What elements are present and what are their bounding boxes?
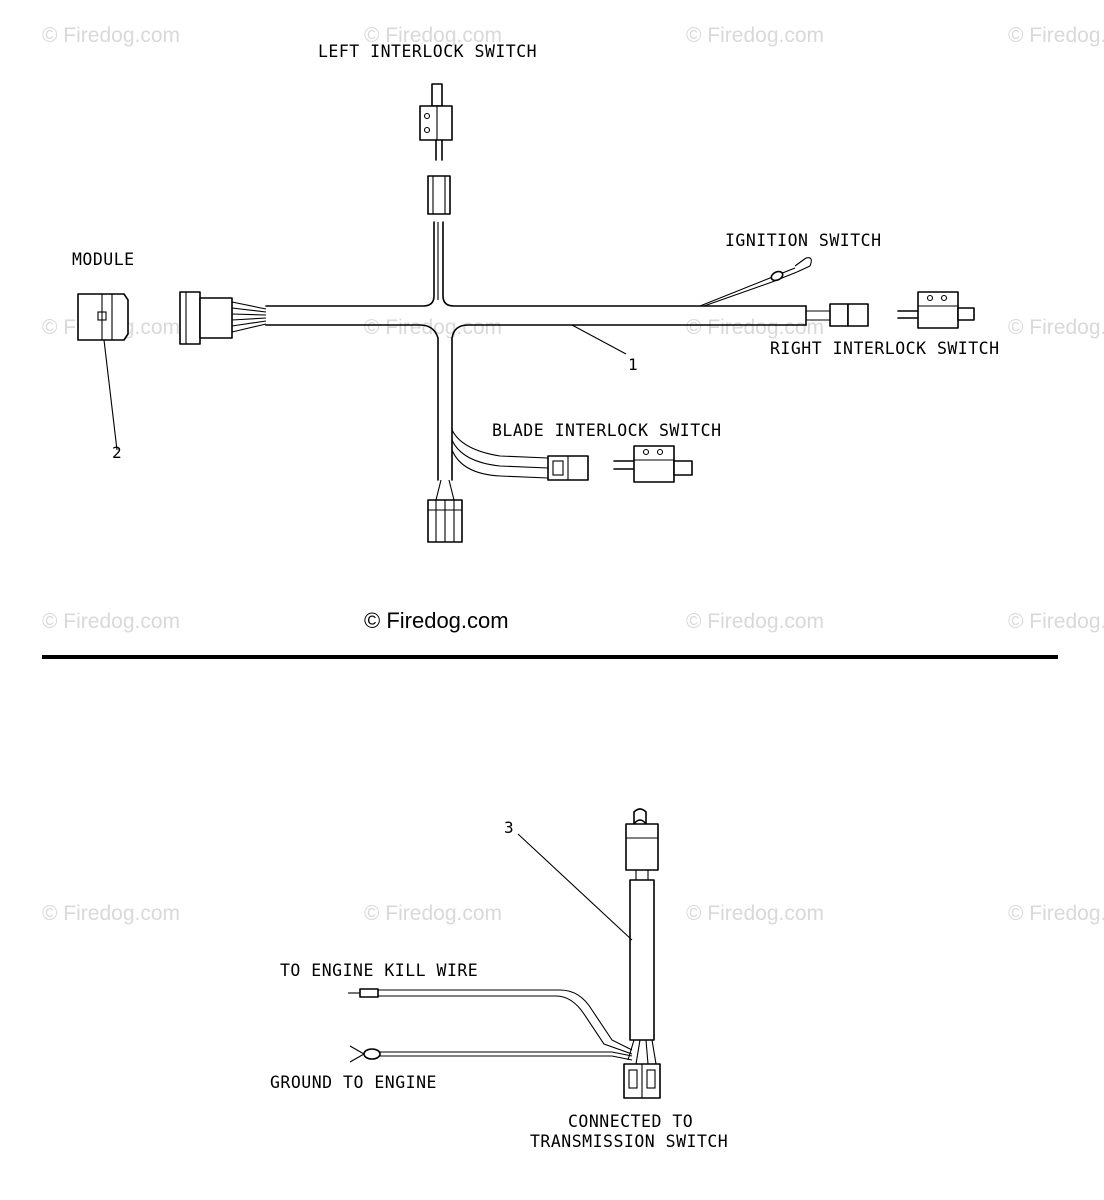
- module-label: MODULE: [72, 250, 135, 269]
- watermark: © Firedog.com: [1008, 316, 1104, 339]
- callout-2: 2: [112, 443, 122, 462]
- left-interlock-connector: [427, 175, 451, 215]
- watermark: © Firedog.com: [686, 24, 824, 47]
- main-harness: [231, 221, 830, 501]
- watermark: © Firedog.com: [42, 610, 180, 633]
- credit-text: © Firedog.com: [364, 608, 509, 633]
- callout-3: 3: [504, 818, 514, 837]
- ignition-switch-label: IGNITION SWITCH: [725, 231, 882, 250]
- right-interlock-connector: [829, 303, 869, 327]
- callout-1: 1: [628, 355, 638, 374]
- watermark: © Firedog.com: [364, 902, 502, 925]
- transmission-switch-label: TRANSMISSION SWITCH: [530, 1132, 728, 1151]
- watermark: © Firedog.com: [1008, 610, 1104, 633]
- watermark: © Firedog.com: [686, 610, 824, 633]
- watermark: © Firedog.com: [686, 902, 824, 925]
- left-interlock-switch-icon: [419, 83, 453, 161]
- connected-to-label: CONNECTED TO: [568, 1112, 693, 1131]
- leader-line-1: [571, 324, 627, 355]
- module-plug-wires: [231, 301, 267, 333]
- ground-to-engine-label: GROUND TO ENGINE: [270, 1073, 437, 1092]
- blade-interlock-switch-icon: [613, 445, 693, 483]
- watermark-layer: © Firedog.com © Firedog.com © Firedog.co…: [42, 24, 1104, 925]
- right-interlock-switch-label: RIGHT INTERLOCK SWITCH: [770, 339, 1000, 358]
- module-plug: [179, 291, 233, 345]
- leader-line-3: [517, 833, 633, 941]
- watermark: © Firedog.com: [364, 24, 502, 47]
- watermark: © Firedog.com: [364, 316, 502, 339]
- watermark: © Firedog.com: [42, 902, 180, 925]
- watermark: © Firedog.com: [1008, 24, 1104, 47]
- right-interlock-switch-icon: [897, 291, 975, 329]
- transmission-harness: [348, 808, 661, 1099]
- watermark: © Firedog.com: [1008, 902, 1104, 925]
- blade-interlock-connector: [547, 455, 589, 481]
- ignition-terminal-icon: [770, 257, 812, 282]
- bottom-plug: [427, 499, 463, 543]
- engine-kill-wire-label: TO ENGINE KILL WIRE: [280, 961, 478, 980]
- left-interlock-switch-label: LEFT INTERLOCK SWITCH: [318, 42, 537, 61]
- blade-interlock-switch-label: BLADE INTERLOCK SWITCH: [492, 421, 722, 440]
- watermark: © Firedog.com: [686, 316, 824, 339]
- module-icon: [77, 293, 129, 451]
- watermark: © Firedog.com: [42, 24, 180, 47]
